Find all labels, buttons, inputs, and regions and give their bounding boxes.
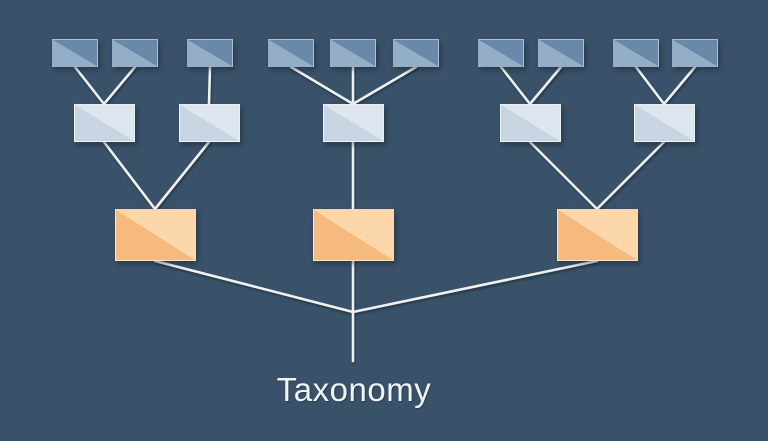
leaf-node xyxy=(112,39,158,67)
group-node xyxy=(322,104,384,142)
leaf-node xyxy=(393,39,439,67)
connector-line xyxy=(528,140,599,211)
leaf-node xyxy=(52,39,98,67)
connector-line xyxy=(351,259,599,314)
connector-line xyxy=(634,65,666,106)
connector-line xyxy=(153,140,211,211)
leaf-node xyxy=(672,39,718,67)
connector-line xyxy=(595,140,666,211)
connector-line xyxy=(102,65,137,106)
category-node xyxy=(312,209,394,261)
taxonomy-label: Taxonomy xyxy=(276,371,432,408)
leaf-node xyxy=(613,39,659,67)
connector-line xyxy=(662,65,697,106)
leaf-node xyxy=(268,39,314,67)
connector-line xyxy=(153,259,355,314)
connector-line xyxy=(499,65,532,106)
leaf-node xyxy=(330,39,376,67)
group-node xyxy=(73,104,135,142)
connector-line xyxy=(528,65,563,106)
leaf-node xyxy=(478,39,524,67)
connector-line xyxy=(207,65,212,106)
category-node xyxy=(114,209,196,261)
connector-line xyxy=(289,65,355,106)
connector-line xyxy=(73,65,106,106)
category-node xyxy=(556,209,638,261)
connector-line xyxy=(102,140,157,211)
connector-line xyxy=(351,65,418,106)
group-node xyxy=(499,104,561,142)
group-node xyxy=(633,104,695,142)
leaf-node xyxy=(538,39,584,67)
group-node xyxy=(178,104,240,142)
leaf-node xyxy=(187,39,233,67)
